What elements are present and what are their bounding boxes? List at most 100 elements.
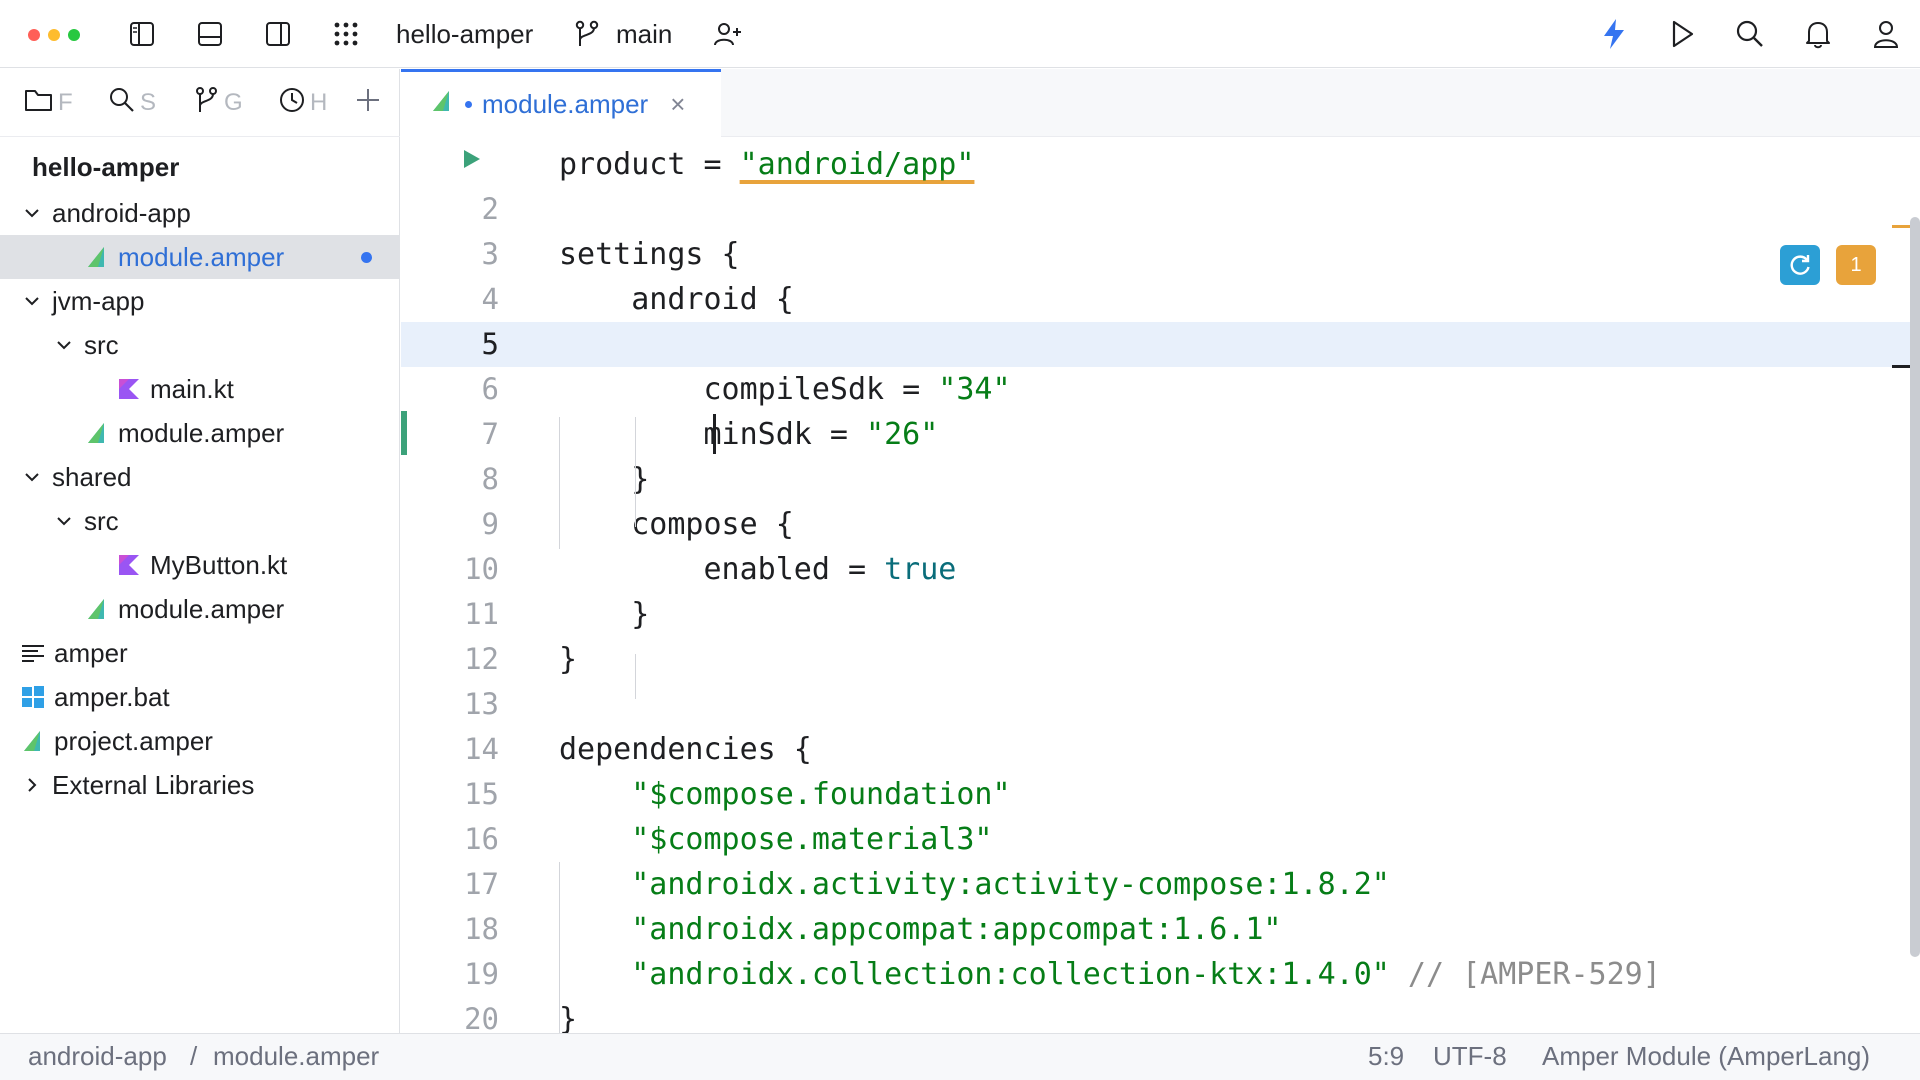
code-line[interactable]: 5 [401, 322, 1920, 367]
tree-item[interactable]: amper [0, 631, 400, 675]
line-number: 11 [464, 597, 499, 631]
tree-item[interactable]: module.amper [0, 235, 400, 279]
code-line[interactable]: 10 enabled = true [401, 547, 1920, 592]
code-text: "androidx.collection:collection-ktx:1.4.… [559, 952, 1661, 997]
modified-indicator [361, 252, 372, 263]
code-text: minSdk = "26" [559, 412, 938, 457]
file-language[interactable]: Amper Module (AmperLang) [1542, 1041, 1871, 1071]
tree-item[interactable]: shared [0, 455, 400, 499]
string-literal: "34" [938, 372, 1011, 407]
tab-files-label: F [58, 89, 73, 116]
search-icon[interactable] [1730, 14, 1770, 54]
code-line[interactable]: 15 "$compose.foundation" [401, 772, 1920, 817]
minimize-window-button[interactable] [48, 29, 60, 41]
run-icon[interactable] [1662, 14, 1702, 54]
reload-icon[interactable] [1780, 245, 1820, 285]
tree-item[interactable]: src [0, 499, 400, 543]
tree-item[interactable]: MyButton.kt [0, 543, 400, 587]
tree-item[interactable]: main.kt [0, 367, 400, 411]
tree-item-label: amper.bat [54, 681, 170, 712]
close-tab-icon[interactable]: × [670, 89, 686, 119]
editor-tab-bar: module.amper × [401, 69, 1920, 137]
plus-icon [354, 86, 382, 121]
tree-item[interactable]: project.amper [0, 719, 400, 763]
tab-files[interactable]: F [24, 83, 78, 123]
line-number: 6 [481, 372, 499, 406]
account-icon[interactable] [1866, 14, 1906, 54]
tab-module-amper[interactable]: module.amper × [401, 69, 721, 137]
tree-item[interactable]: amper.bat [0, 675, 400, 719]
line-number: 4 [481, 282, 499, 316]
branch-selector[interactable]: main [616, 19, 673, 49]
code-text: } [559, 637, 577, 682]
tree-item[interactable]: src [0, 323, 400, 367]
tree-item[interactable]: android-app [0, 191, 400, 235]
file-encoding[interactable]: UTF-8 [1433, 1041, 1507, 1071]
add-user-icon[interactable] [708, 14, 748, 54]
chevron-right-icon[interactable] [18, 771, 46, 799]
string-literal: "androidx.activity:activity-compose:1.8.… [631, 867, 1390, 902]
tree-item-label: main.kt [150, 373, 234, 404]
code-line[interactable]: 11 } [401, 592, 1920, 637]
string-literal: "26" [866, 417, 939, 452]
editor-scrollbar[interactable] [1910, 217, 1920, 957]
code-line[interactable]: 20} [401, 997, 1920, 1033]
tree-item[interactable]: External Libraries [0, 763, 400, 807]
code-line[interactable]: product = "android/app" [401, 142, 1920, 187]
folder-icon [24, 87, 54, 120]
run-gutter-icon[interactable] [459, 147, 483, 171]
code-line[interactable]: 7 minSdk = "26" [401, 412, 1920, 457]
left-sidebar-icon[interactable] [122, 14, 162, 54]
chevron-down-icon[interactable] [50, 331, 78, 359]
tree-item[interactable]: module.amper [0, 411, 400, 455]
warning-stripe[interactable] [1892, 225, 1920, 228]
code-line[interactable]: 12} [401, 637, 1920, 682]
code-area[interactable]: 20}19 "androidx.collection:collection-kt… [401, 137, 1920, 1033]
caret-position[interactable]: 5:9 [1368, 1041, 1405, 1071]
code-text: } [559, 592, 649, 637]
code-line[interactable]: 8 } [401, 457, 1920, 502]
add-tab-button[interactable] [354, 83, 384, 123]
code-line[interactable]: 9 compose { [401, 502, 1920, 547]
breadcrumb-module[interactable]: android-app [28, 1041, 167, 1071]
tree-item[interactable]: jvm-app [0, 279, 400, 323]
string-literal: "androidx.collection:collection-ktx:1.4.… [631, 957, 1390, 992]
line-number: 15 [464, 777, 499, 811]
code-line[interactable]: 19 "androidx.collection:collection-ktx:1… [401, 952, 1920, 997]
tab-search[interactable]: S [108, 83, 164, 123]
tab-git[interactable]: G [194, 83, 250, 123]
apps-grid-icon[interactable] [326, 14, 366, 54]
project-root-label[interactable]: hello-amper [32, 152, 180, 182]
code-line[interactable]: 13 [401, 682, 1920, 727]
string-literal: "$compose.material3" [631, 822, 993, 857]
warning-count-badge[interactable]: 1 [1836, 245, 1876, 285]
chevron-down-icon[interactable] [18, 287, 46, 315]
project-selector[interactable]: hello-amper [396, 19, 534, 49]
code-line[interactable]: 2 [401, 187, 1920, 232]
code-line[interactable]: 18 "androidx.appcompat:appcompat:1.6.1" [401, 907, 1920, 952]
tree-item[interactable]: module.amper [0, 587, 400, 631]
indent-guide [559, 417, 560, 549]
bell-icon[interactable] [1798, 14, 1838, 54]
chevron-down-icon[interactable] [18, 463, 46, 491]
code-line[interactable]: 6 compileSdk = "34" [401, 367, 1920, 412]
lightning-icon[interactable] [1594, 14, 1634, 54]
change-marker[interactable] [401, 411, 407, 455]
right-sidebar-icon[interactable] [258, 14, 298, 54]
breadcrumb-file[interactable]: module.amper [213, 1041, 380, 1071]
chevron-down-icon[interactable] [18, 199, 46, 227]
code-text: "androidx.activity:activity-compose:1.8.… [559, 862, 1390, 907]
code-text: } [559, 997, 577, 1033]
string-literal: "$compose.foundation" [631, 777, 1011, 812]
code-line[interactable]: 17 "androidx.activity:activity-compose:1… [401, 862, 1920, 907]
tab-history[interactable]: H [278, 83, 334, 123]
code-line[interactable]: 4 android { [401, 277, 1920, 322]
chevron-down-icon[interactable] [50, 507, 78, 535]
bottom-panel-icon[interactable] [190, 14, 230, 54]
code-line[interactable]: 16 "$compose.material3" [401, 817, 1920, 862]
close-window-button[interactable] [28, 29, 40, 41]
zoom-window-button[interactable] [68, 29, 80, 41]
code-token [559, 777, 631, 812]
